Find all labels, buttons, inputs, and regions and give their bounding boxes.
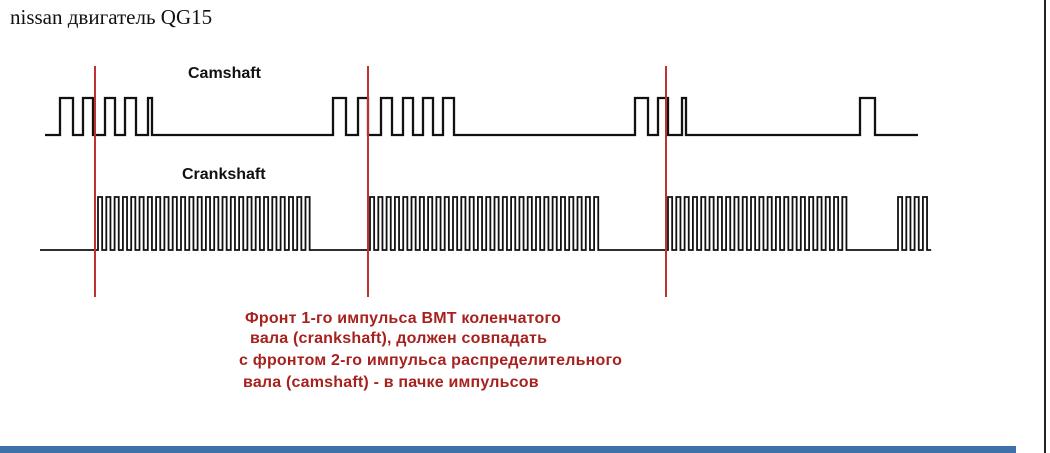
note-line-3: с фронтом 2-го импульса распределительно… xyxy=(239,352,623,369)
note-line-1: Фронт 1-го импульса ВМТ коленчатого xyxy=(245,310,562,327)
frame-border xyxy=(1044,0,1046,453)
note-line-4: вала (camshaft) - в пачке импульсов xyxy=(243,374,539,391)
crankshaft-label: Crankshaft xyxy=(182,166,266,183)
note-line-2: вала (crankshaft), должен совпадать xyxy=(250,330,548,347)
page-title: nissan двигатель QG15 xyxy=(10,5,213,29)
timing-diagram: Camshaft Crankshaft xyxy=(40,65,932,297)
camshaft-signal xyxy=(45,96,918,137)
accent-bar xyxy=(0,446,1016,453)
camshaft-label: Camshaft xyxy=(188,65,262,82)
crankshaft-signal xyxy=(40,196,932,251)
